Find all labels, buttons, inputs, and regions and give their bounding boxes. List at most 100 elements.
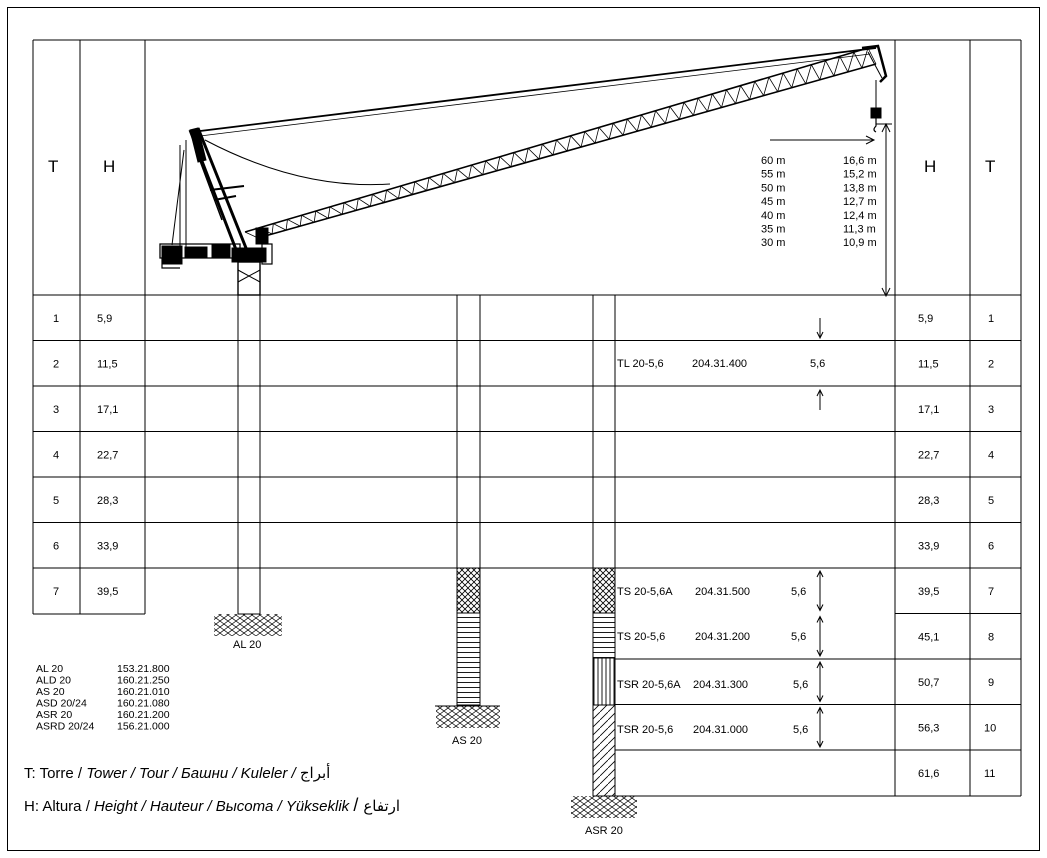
mast-section-code: 204.31.400 — [692, 358, 747, 370]
base-name: ASR 20 — [36, 709, 72, 721]
jib-length-value: 45 m — [761, 196, 785, 208]
legend-height-sep: / — [353, 795, 364, 815]
legend-tower-arabic: أبراج — [299, 765, 331, 782]
mast-as20-section-xhatch — [456, 567, 481, 614]
mast-asr20-section-dhatch — [592, 704, 616, 797]
right-tower-number: 1 — [988, 313, 994, 325]
left-height-value: 11,5 — [97, 358, 118, 370]
mast-section-length: 5,6 — [810, 358, 825, 370]
header-h-right: H — [924, 157, 936, 176]
mast-section-name: TS 20-5,6 — [617, 631, 665, 643]
legend-height-translations: Height / Hauteur / Высота / Yükseklik — [94, 798, 354, 815]
right-height-value: 45,1 — [918, 631, 939, 643]
legend-height-arabic: ارتفاع — [363, 798, 401, 815]
mast-as20-section-hhatch — [456, 612, 481, 706]
mast-section-name: TL 20-5,6 — [617, 358, 664, 370]
mast-section-name: TS 20-5,6A — [617, 586, 673, 598]
base-code: 156.21.000 — [117, 721, 170, 733]
mast-section-code: 204.31.300 — [693, 679, 748, 691]
right-tower-number: 11 — [984, 768, 995, 780]
right-tower-number: 3 — [988, 404, 994, 416]
base-name: AS 20 — [36, 686, 65, 698]
base-al20-label: AL 20 — [233, 639, 261, 651]
base-name: ALD 20 — [36, 675, 71, 687]
header-h-left: H — [103, 157, 115, 176]
section-arrowheads — [816, 660, 824, 703]
legend-height: H: Altura / Height / Hauteur / Высота / … — [24, 795, 400, 816]
jib-height-value: 15,2 m — [843, 169, 877, 181]
right-height-value: 50,7 — [918, 677, 939, 689]
right-tower-number: 7 — [988, 586, 994, 598]
section-arrowheads — [816, 706, 824, 749]
base-name: ASD 20/24 — [36, 698, 87, 710]
base-as20-label: AS 20 — [452, 735, 482, 747]
ground-asr20 — [571, 796, 637, 818]
base-code: 160.21.010 — [117, 686, 170, 698]
jib-height-value: 11,3 m — [843, 224, 876, 236]
legend-height-prefix: H: Altura / — [24, 798, 95, 815]
jib-length-value: 50 m — [761, 182, 785, 194]
crane-drawing — [159, 44, 888, 296]
left-tower-number: 6 — [53, 540, 59, 552]
left-height-value: 22,7 — [97, 449, 118, 461]
outer-frame — [7, 7, 1040, 851]
mast-section-length: 5,6 — [791, 586, 806, 598]
right-height-value: 11,5 — [918, 358, 939, 370]
base-code: 160.21.250 — [117, 675, 170, 687]
base-code: 153.21.800 — [117, 663, 170, 675]
right-height-value: 56,3 — [918, 722, 939, 734]
left-tower-number: 7 — [53, 586, 59, 598]
right-height-value: 22,7 — [918, 449, 939, 461]
left-table-grid — [32, 295, 146, 615]
left-height-value: 28,3 — [97, 495, 118, 507]
base-asr20-label: ASR 20 — [585, 825, 623, 837]
right-height-value: 33,9 — [918, 540, 939, 552]
base-name: ASRD 20/24 — [36, 721, 95, 733]
mast-section-length: 5,6 — [793, 724, 808, 736]
jib-height-value: 16,6 m — [843, 155, 877, 167]
right-tower-number: 2 — [988, 358, 994, 370]
right-height-value: 39,5 — [918, 586, 939, 598]
mast-section-code: 204.31.500 — [695, 586, 750, 598]
header-t-right: T — [985, 157, 995, 176]
header-t-left: T — [48, 157, 58, 176]
left-height-value: 17,1 — [97, 404, 118, 416]
legend-tower: T: Torre / Tower / Tour / Башни / Kulele… — [24, 764, 330, 782]
tl-dimension-arrows — [816, 318, 824, 410]
jib-height-value: 12,4 m — [843, 210, 877, 222]
jib-height-value: 12,7 m — [843, 196, 877, 208]
mast-section-name: TSR 20-5,6 — [617, 724, 673, 736]
mast-section-code: 204.31.200 — [695, 631, 750, 643]
jib-length-value: 55 m — [761, 169, 785, 181]
right-height-value: 28,3 — [918, 495, 939, 507]
header-band — [32, 39, 1022, 296]
base-code: 160.21.080 — [117, 698, 170, 710]
left-tower-number: 1 — [53, 313, 59, 325]
left-height-value: 5,9 — [97, 313, 112, 325]
ground-al20 — [214, 614, 282, 636]
base-code: 160.21.200 — [117, 709, 170, 721]
left-tower-number: 3 — [53, 404, 59, 416]
mast-asr20-section-xhatch — [592, 567, 616, 614]
left-height-value: 33,9 — [97, 540, 118, 552]
mast-section-code: 204.31.000 — [693, 724, 748, 736]
right-tower-number: 8 — [988, 631, 994, 643]
right-height-value: 17,1 — [918, 404, 939, 416]
left-tower-number: 5 — [53, 495, 59, 507]
mast-section-length: 5,6 — [793, 679, 808, 691]
right-tower-number: 10 — [984, 722, 996, 734]
legend-tower-prefix: T: Torre / — [24, 765, 87, 782]
jib-length-value: 30 m — [761, 237, 785, 249]
left-tower-number: 2 — [53, 358, 59, 370]
mast-asr20-section-vhatch — [592, 657, 616, 706]
right-table-grid — [615, 295, 1022, 797]
mast-asr20-section-hhatch — [592, 612, 616, 659]
right-tower-number: 9 — [988, 677, 994, 689]
jib-height-value: 13,8 m — [843, 182, 877, 194]
legend-tower-translations: Tower / Tour / Башни / Kuleler / — [86, 765, 300, 782]
section-arrowheads — [816, 615, 824, 658]
mast-section-length: 5,6 — [791, 631, 806, 643]
left-tower-number: 4 — [53, 449, 59, 461]
